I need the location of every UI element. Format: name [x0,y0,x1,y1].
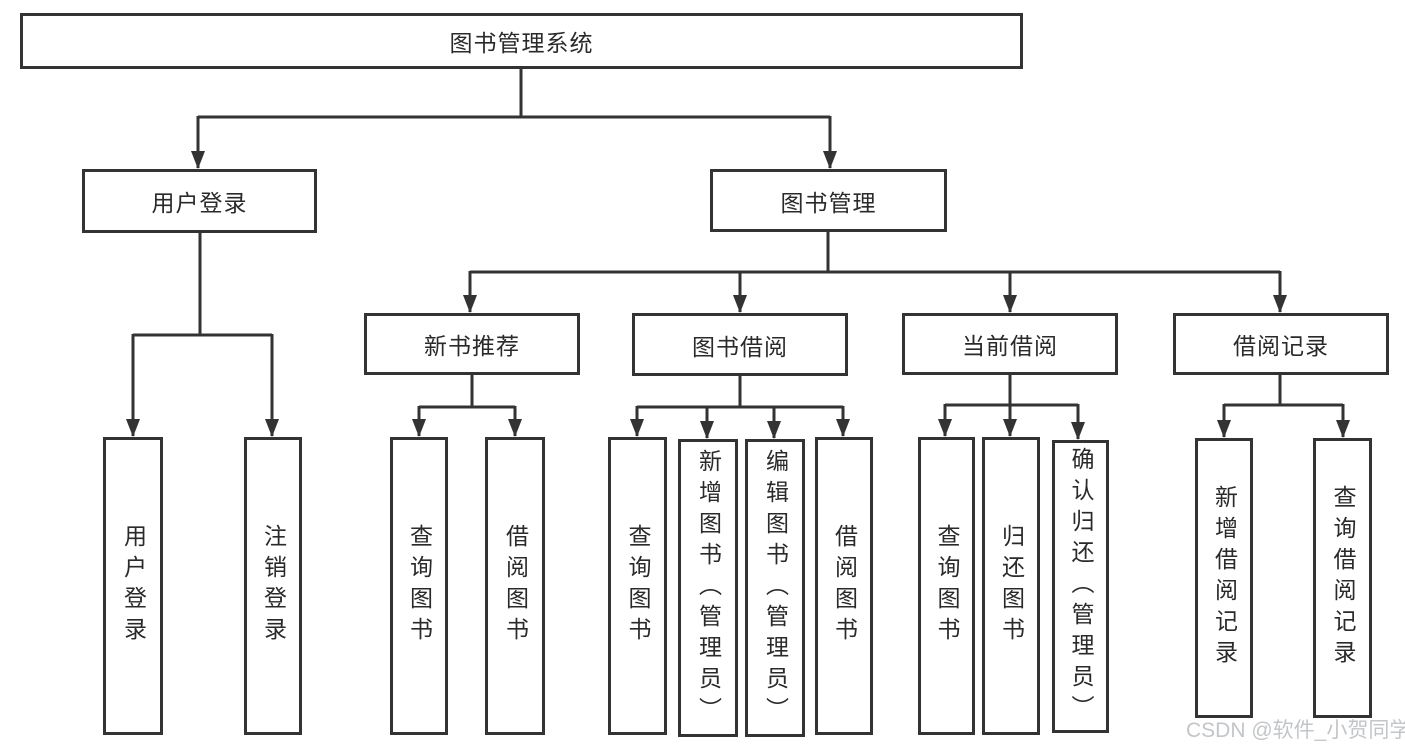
node-book-management: 图书管理 [710,169,947,232]
leaf-label: 用户登录 [120,524,147,648]
leaf-label: 查询图书 [625,524,651,648]
leaf-current-query-books: 查询图书 [918,437,975,735]
leaf-user-login: 用户登录 [103,437,163,735]
node-new-book-recommend: 新书推荐 [364,313,580,375]
node-borrow-records: 借阅记录 [1173,313,1389,375]
leaf-records-query-record: 查询借阅记录 [1313,438,1372,718]
leaf-current-confirm-return-admin: 确认归还（管理员） [1052,440,1109,733]
leaf-borrow-edit-books-admin: 编辑图书（管理员） [745,439,805,737]
leaf-label: 借阅图书 [502,524,529,648]
leaf-rec-query-books: 查询图书 [390,437,448,735]
node-current-borrow: 当前借阅 [902,313,1118,375]
leaf-label: 归还图书 [998,524,1025,648]
csdn-watermark: CSDN @软件_小贺同学 [1186,719,1405,742]
leaf-label: 查询图书 [406,524,433,648]
leaf-label: 新增借阅记录 [1211,485,1238,671]
leaf-records-add-record: 新增借阅记录 [1195,438,1253,718]
leaf-borrow-query-books: 查询图书 [608,437,667,735]
leaf-borrow-add-books-admin: 新增图书（管理员） [678,439,738,737]
leaf-label: 注销登录 [260,524,287,648]
leaf-borrow-borrow-books: 借阅图书 [815,437,873,735]
leaf-label: 查询图书 [934,524,960,648]
node-book-borrow: 图书借阅 [632,313,848,376]
leaf-label: 编辑图书（管理员） [762,448,789,728]
leaf-label: 借阅图书 [831,524,858,648]
node-library-system: 图书管理系统 [20,13,1023,69]
leaf-label: 新增图书（管理员） [695,448,722,728]
node-user-login: 用户登录 [82,169,317,233]
leaf-label: 查询借阅记录 [1330,485,1356,671]
leaf-label: 确认归还（管理员） [1068,447,1094,726]
leaf-logout: 注销登录 [244,437,302,735]
leaf-current-return-books: 归还图书 [982,437,1040,735]
leaf-rec-borrow-books: 借阅图书 [485,437,545,735]
